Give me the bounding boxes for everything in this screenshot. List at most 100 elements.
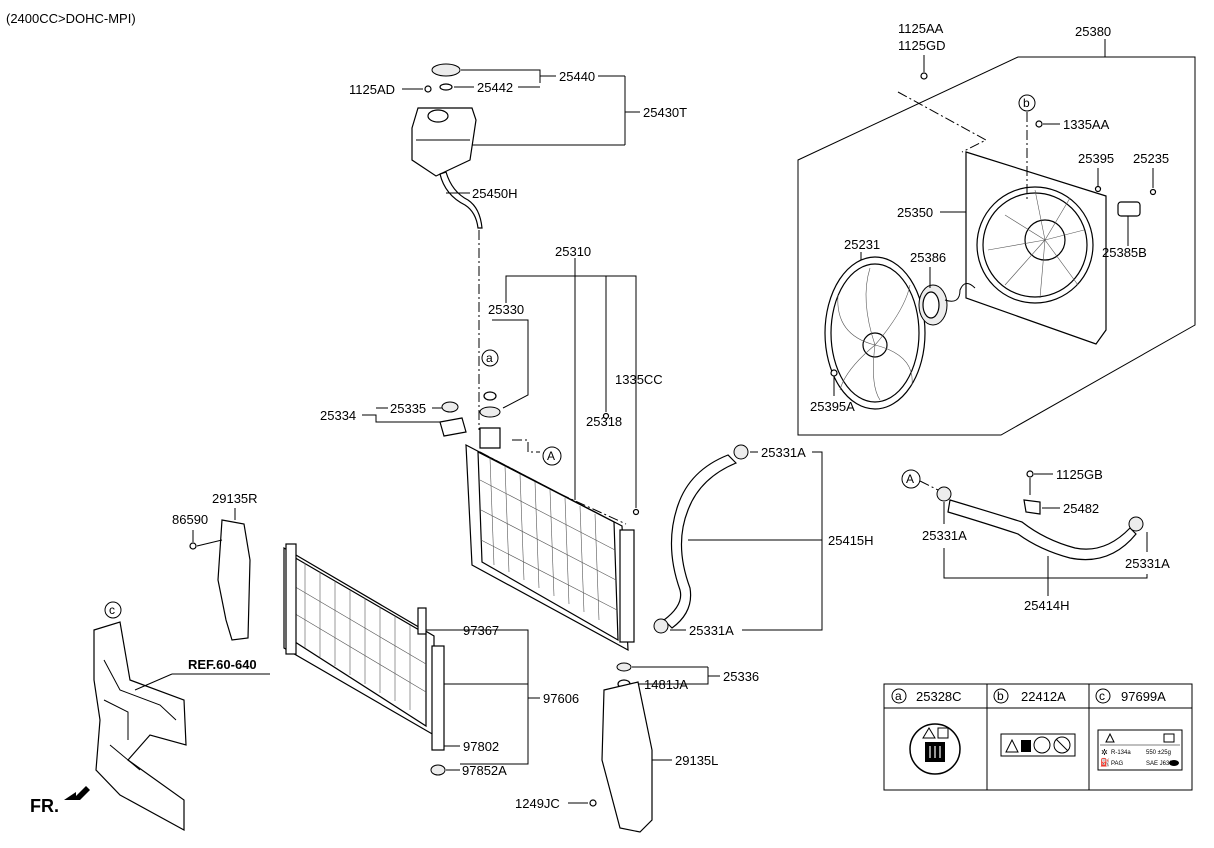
callout-97367: 97367 bbox=[463, 623, 499, 638]
bolt-1249JC bbox=[589, 799, 597, 807]
oil-amount: SAE J639 bbox=[1146, 761, 1173, 767]
oil-can-icon: ⛽ bbox=[1100, 757, 1110, 767]
callout-25334: 25334 bbox=[320, 408, 356, 423]
seal-25442 bbox=[439, 83, 453, 91]
legend-part-a: 25328C bbox=[916, 689, 962, 704]
fan-blade bbox=[824, 256, 926, 410]
condenser-core bbox=[283, 543, 445, 751]
warning-triangle-icon bbox=[922, 727, 936, 739]
clip-1335CC bbox=[632, 508, 640, 516]
callout-25386: 25386 bbox=[910, 250, 946, 265]
legend-marker-c bbox=[1095, 688, 1111, 704]
callout-97802: 97802 bbox=[463, 739, 499, 754]
manual-icon bbox=[1163, 733, 1175, 743]
callout-25231: 25231 bbox=[844, 237, 880, 252]
marker-c bbox=[104, 601, 122, 619]
fan-assembly-box bbox=[797, 56, 1196, 436]
callout-25385B: 25385B bbox=[1102, 245, 1147, 260]
seal-25330 bbox=[483, 391, 497, 401]
bracket-25334 bbox=[439, 417, 467, 437]
svg-text:a: a bbox=[486, 351, 493, 365]
lower-hose bbox=[947, 499, 1137, 561]
label-97699A: ✲ R-134a 550 ±25g ⛽ PAG SAE J639 bbox=[1097, 729, 1183, 771]
no-touch-fan-icon bbox=[1053, 736, 1071, 754]
fan-assembly-group: 25380 1125AA 1125GD 25350 b bbox=[797, 21, 1196, 436]
reservoir-cap bbox=[431, 63, 461, 77]
callout-25380: 25380 bbox=[1075, 24, 1111, 39]
callout-1125AA: 1125AA bbox=[898, 21, 944, 36]
callout-1335CC: 1335CC bbox=[615, 372, 663, 387]
snowflake-icon: ✲ bbox=[1101, 748, 1108, 757]
bracket-25482 bbox=[1023, 499, 1041, 515]
front-arrow-icon bbox=[64, 786, 90, 800]
clamp-25331A-left bbox=[936, 486, 952, 502]
callout-25331A-rl: 25331A bbox=[922, 528, 967, 543]
cap-97852A bbox=[430, 764, 446, 776]
svg-text:b: b bbox=[1023, 96, 1030, 110]
marker-b bbox=[1018, 94, 1036, 112]
air-guard-r-group: 29135R 86590 bbox=[172, 491, 258, 641]
radiator-cap bbox=[479, 406, 501, 418]
air-guard-r bbox=[217, 519, 251, 641]
callout-25414H: 25414H bbox=[1024, 598, 1070, 613]
legend-marker-a bbox=[891, 688, 907, 704]
clip-1335AA bbox=[1035, 120, 1043, 128]
callout-25442: 25442 bbox=[477, 80, 513, 95]
legend-part-c: 97699A bbox=[1121, 689, 1166, 704]
callout-25450H: 25450H bbox=[472, 186, 518, 201]
callout-86590: 86590 bbox=[172, 512, 208, 527]
svg-text:c: c bbox=[1099, 689, 1105, 703]
clip-86590 bbox=[189, 542, 197, 550]
callout-1125AD: 1125AD bbox=[349, 82, 395, 97]
callout-1249JC: 1249JC bbox=[515, 796, 560, 811]
callout-25395A: 25395A bbox=[810, 399, 855, 414]
clamp-25331A-right bbox=[1128, 516, 1144, 532]
callout-97606: 97606 bbox=[543, 691, 579, 706]
screw-25235 bbox=[1149, 188, 1157, 196]
callout-97852A: 97852A bbox=[462, 763, 507, 778]
legend-marker-b bbox=[993, 688, 1009, 704]
hand-icon bbox=[1033, 736, 1051, 754]
callout-25331A-rr: 25331A bbox=[1125, 556, 1170, 571]
fan-motor bbox=[918, 283, 976, 326]
callout-25235: 25235 bbox=[1133, 151, 1169, 166]
callout-25335: 25335 bbox=[390, 401, 426, 416]
callout-25318: 25318 bbox=[586, 414, 622, 429]
marker-a bbox=[481, 349, 499, 367]
bolt-1125GB bbox=[1026, 470, 1034, 478]
bolt-1125 bbox=[920, 72, 928, 80]
warning-triangle-icon bbox=[1005, 738, 1019, 753]
brand-icon bbox=[1169, 760, 1179, 766]
manual-icon bbox=[1021, 740, 1031, 752]
callout-29135L: 29135L bbox=[675, 753, 718, 768]
callout-25415H: 25415H bbox=[828, 533, 874, 548]
callout-25336: 25336 bbox=[723, 669, 759, 684]
callout-1125GD: 1125GD bbox=[898, 38, 945, 53]
coolant-icon bbox=[937, 727, 949, 739]
reservoir-tank bbox=[411, 107, 477, 177]
svg-text:a: a bbox=[895, 689, 902, 703]
callout-25350: 25350 bbox=[897, 205, 933, 220]
warning-triangle-icon bbox=[1105, 732, 1115, 743]
clip-25318 bbox=[602, 412, 610, 420]
callout-25331A-mid: 25331A bbox=[689, 623, 734, 638]
svg-text:A: A bbox=[547, 449, 555, 463]
reservoir-hose bbox=[439, 171, 483, 229]
radiator-group: 25310 1335CC 25318 25330 a 25334 25335 bbox=[320, 244, 874, 692]
clamp-25331A-mid bbox=[653, 618, 669, 634]
legend-part-b: 22412A bbox=[1021, 689, 1066, 704]
callout-25482: 25482 bbox=[1063, 501, 1099, 516]
reference-label: REF.60-640 bbox=[188, 657, 257, 672]
clamp-25331A-top bbox=[733, 444, 749, 460]
radiator-core bbox=[465, 427, 635, 652]
callout-1481JA: 1481JA bbox=[644, 677, 688, 692]
callout-25440: 25440 bbox=[559, 69, 595, 84]
svg-text:c: c bbox=[109, 603, 115, 617]
refrigerant-amount: 550 ±25g bbox=[1146, 750, 1171, 756]
callout-25395: 25395 bbox=[1078, 151, 1114, 166]
label-25328C bbox=[909, 723, 961, 775]
screw-25395A bbox=[830, 369, 838, 377]
fan-shroud bbox=[965, 151, 1107, 345]
resistor-25385B bbox=[1117, 201, 1141, 217]
